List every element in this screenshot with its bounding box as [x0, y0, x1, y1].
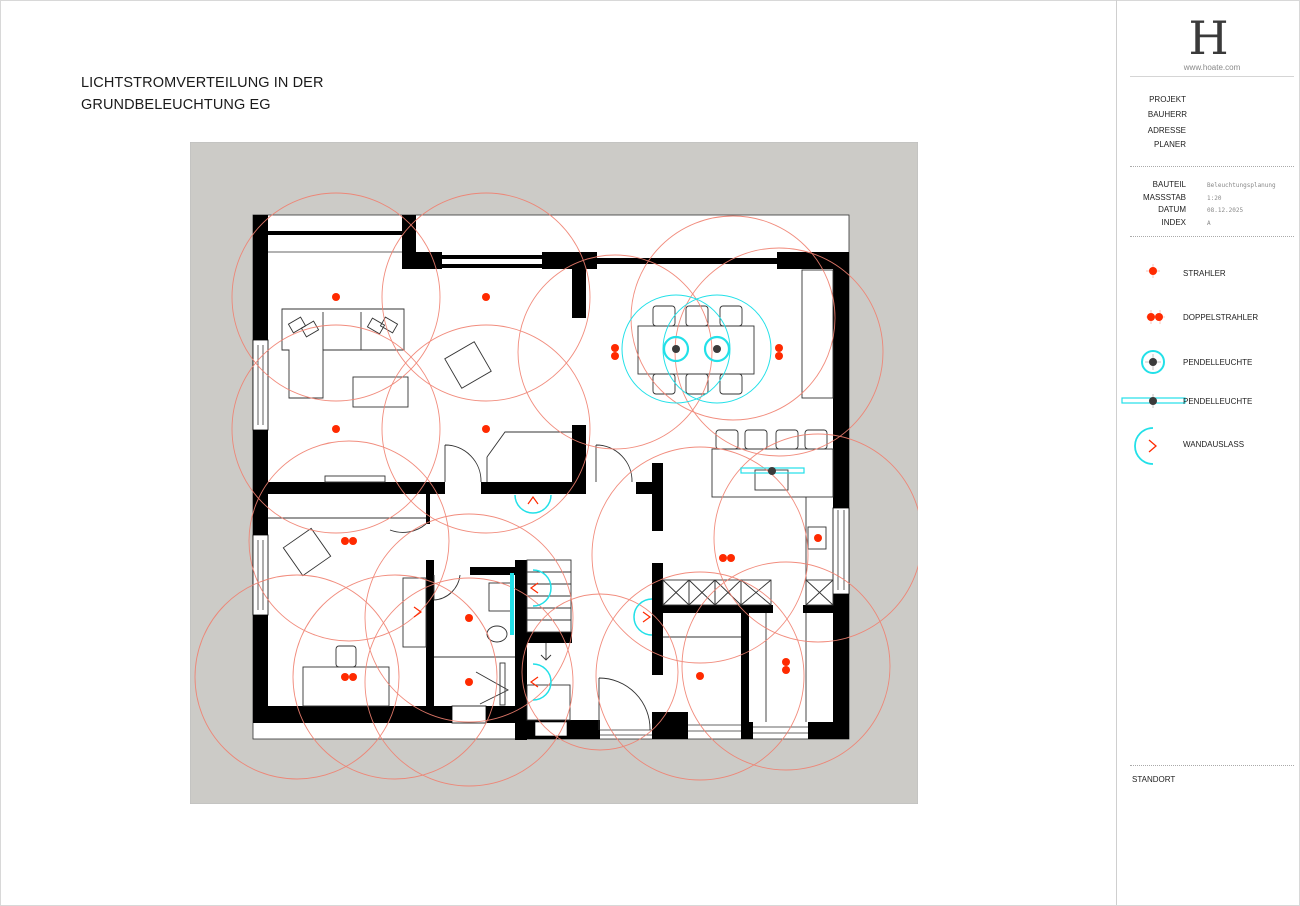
- legend-strahler: STRAHLER: [1117, 258, 1300, 288]
- field-adresse-label: ADRESSE: [1147, 126, 1186, 135]
- divider: [1130, 765, 1294, 766]
- company-logo: H: [1188, 11, 1229, 65]
- double-spotlight-icon: [1146, 310, 1165, 324]
- sofa: [281, 308, 405, 399]
- spotlight-icon: [1146, 264, 1160, 278]
- wall-outlet-icon: [1134, 427, 1157, 465]
- pendant-linear-icon: [1121, 394, 1186, 408]
- floor-plan: [190, 142, 918, 804]
- armchair-2: [282, 527, 332, 577]
- divider: [1130, 236, 1294, 237]
- walls: [252, 215, 850, 740]
- field-planer-label: PLANER: [1153, 140, 1186, 149]
- legend-pendelleuchte-round: PENDELLEUCHTE: [1117, 346, 1300, 376]
- field-datum-value: 08.12.2025: [1207, 207, 1244, 214]
- furniture: [268, 269, 834, 731]
- legend-wandauslass: WANDAUSLASS: [1117, 426, 1300, 466]
- field-bauteil-value: Beleuchtungsplanung: [1207, 182, 1276, 189]
- toilet: [486, 625, 508, 643]
- door-entrance: [598, 677, 651, 731]
- legend-label: STRAHLER: [1183, 269, 1226, 278]
- spotlights: [332, 293, 822, 686]
- drawing-title-line-2: GRUNDBELEUCHTUNG EG: [81, 97, 271, 113]
- legend-pendelleuchte-linear: PENDELLEUCHTE: [1117, 386, 1300, 416]
- building-outline: [252, 214, 850, 740]
- coffee-table: [352, 376, 409, 408]
- field-massstab-label: MASSSTAB: [1143, 193, 1186, 202]
- field-bauteil-label: BAUTEIL: [1152, 180, 1186, 189]
- sink: [807, 526, 827, 550]
- drawing-title-line-1: LICHTSTROMVERTEILUNG IN DER: [81, 75, 324, 91]
- field-datum-label: DATUM: [1158, 205, 1186, 214]
- kitchen-island: [711, 448, 834, 498]
- mirror-light-strip: [510, 573, 514, 635]
- field-massstab-value: 1:20: [1207, 195, 1222, 202]
- light-spread-circles: [194, 192, 918, 787]
- field-bauherr-label: BAUHERR: [1147, 110, 1187, 119]
- divider: [1130, 166, 1294, 167]
- pendant-linear-light: [740, 467, 805, 475]
- legend-label: WANDAUSLASS: [1183, 440, 1245, 449]
- pendant-round-icon: [1141, 350, 1165, 374]
- wall-outlets: [413, 494, 653, 701]
- door-study: [389, 523, 427, 533]
- pendant-round-lights: [621, 294, 772, 404]
- door-hall: [444, 444, 482, 483]
- location-label: STANDORT: [1132, 775, 1176, 784]
- drawing-title: LICHTSTROMVERTEILUNG IN DER GRUNDBELEUCH…: [81, 72, 324, 116]
- double-spotlights: [341, 344, 790, 681]
- title-block: H www.hoate.com PROJEKT BAUHERR ADRESSE …: [1116, 0, 1300, 905]
- field-index-label: INDEX: [1161, 218, 1186, 227]
- legend-doppelstrahler: DOPPELSTRAHLER: [1117, 302, 1300, 332]
- field-index-value: A: [1207, 220, 1211, 227]
- armchair: [444, 341, 492, 389]
- legend-label: PENDELLEUCHTE: [1183, 358, 1253, 367]
- windows: [257, 251, 845, 736]
- legend-label: DOPPELSTRAHLER: [1183, 313, 1259, 322]
- company-url[interactable]: www.hoate.com: [1183, 63, 1241, 72]
- door-kitchen: [595, 444, 633, 483]
- legend-label: PENDELLEUCHTE: [1183, 397, 1253, 406]
- divider: [1130, 76, 1294, 77]
- field-projekt-label: PROJEKT: [1149, 95, 1186, 104]
